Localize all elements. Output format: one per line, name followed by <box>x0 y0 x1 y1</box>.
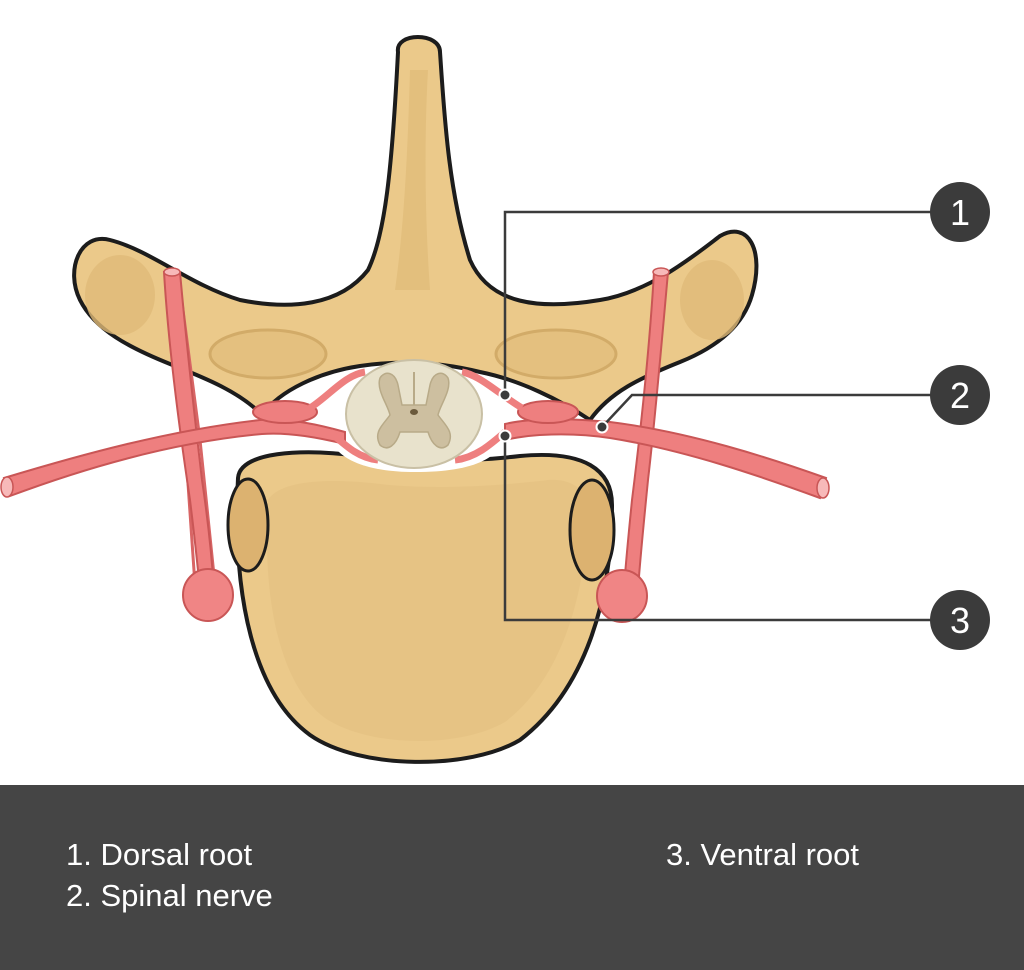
ventral-root-left <box>327 429 379 464</box>
leader-line-1 <box>503 210 935 394</box>
central-canal <box>410 409 418 415</box>
transverse-facet-right <box>680 260 744 340</box>
leader-dot-1 <box>498 388 512 402</box>
dorsal-root-ganglion-right <box>517 400 579 424</box>
articular-facet-left <box>208 328 328 380</box>
spinal-nerve-left-end <box>0 476 14 498</box>
spinal-nerve-right <box>504 418 828 500</box>
rib-facet-right <box>568 478 616 582</box>
dorsal-root-right <box>461 368 524 412</box>
legend-item-dorsal-root: 1. Dorsal root <box>66 837 253 872</box>
marker-3[interactable]: 3 <box>930 590 990 650</box>
ganglion-left-bottom <box>182 568 234 622</box>
leader-line-3 <box>503 437 935 622</box>
marker-3-number: 3 <box>950 600 970 641</box>
marker-1[interactable]: 1 <box>930 182 990 242</box>
legend-item-spinal-nerve: 2. Spinal nerve <box>66 878 273 913</box>
marker-1-number: 1 <box>950 192 970 233</box>
rib-facet-left <box>226 477 270 573</box>
transverse-facet-left <box>85 255 155 335</box>
vertebra-anatomy-diagram: 1 2 3 <box>0 35 990 764</box>
leader-dot-3 <box>498 429 512 443</box>
marker-2[interactable]: 2 <box>930 365 990 425</box>
vertebral-body-shading <box>266 479 589 742</box>
dorsal-root-left <box>308 368 366 411</box>
vessel-left-top <box>163 267 181 277</box>
articular-facet-right <box>494 328 618 380</box>
vessel-right-top <box>652 267 670 277</box>
spinal-nerve-right-end <box>816 477 830 499</box>
dorsal-root-ganglion-left <box>252 400 318 424</box>
legend-panel: 1. Dorsal root 2. Spinal nerve 3. Ventra… <box>0 785 1024 970</box>
leader-dot-2 <box>595 420 609 434</box>
nerves-and-vessels <box>0 267 830 623</box>
vertebra <box>72 35 759 764</box>
ganglion-right-bottom <box>596 569 648 623</box>
marker-2-number: 2 <box>950 375 970 416</box>
spinal-cord <box>345 359 483 469</box>
legend-item-ventral-root: 3. Ventral root <box>666 837 860 872</box>
leader-lines <box>503 210 935 622</box>
spinous-process-ridge <box>395 70 430 290</box>
leader-line-2 <box>602 393 935 427</box>
